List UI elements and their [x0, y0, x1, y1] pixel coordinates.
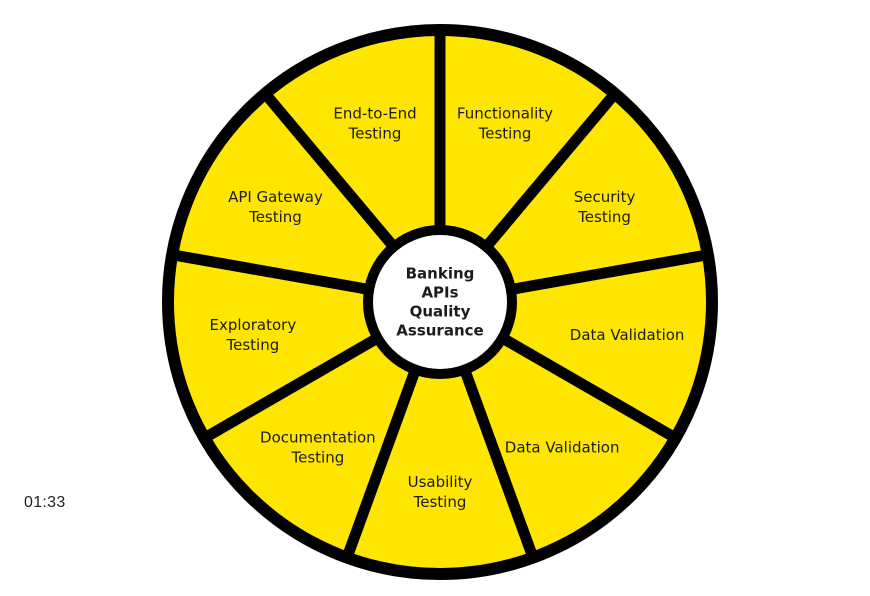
- segment-label-line: Data Validation: [570, 325, 685, 343]
- segment-divider: [260, 90, 398, 251]
- wheel-segment: [265, 29, 440, 247]
- segment-label-line: Testing: [478, 124, 532, 142]
- segment-divider: [341, 367, 421, 560]
- center-title-line: APIs: [421, 283, 458, 301]
- segment-label-line: Exploratory: [210, 315, 297, 333]
- dividers-layer: [171, 30, 709, 560]
- segment-label-line: Documentation: [260, 428, 376, 446]
- segment-label-line: Data Validation: [505, 438, 620, 456]
- segment-label-line: Testing: [413, 493, 467, 511]
- center-title-line: Assurance: [396, 321, 483, 339]
- segment-label-line: Testing: [577, 208, 631, 226]
- center-hub: [363, 225, 517, 379]
- wheel-segment: [486, 93, 708, 290]
- video-timestamp: 01:33: [24, 494, 66, 511]
- wheel-segment: [346, 369, 534, 574]
- segment-label-line: API Gateway: [228, 188, 323, 206]
- segment-label-line: Testing: [226, 335, 280, 353]
- segment-label-line: End-to-End: [333, 104, 416, 122]
- wheel-segment: [172, 93, 394, 290]
- outer-ring: [162, 24, 718, 580]
- center-title-line: Quality: [410, 302, 471, 320]
- segment-divider: [171, 249, 371, 295]
- segment-label-line: Usability: [408, 473, 473, 491]
- segment-divider: [499, 333, 679, 443]
- wheel-segment: [440, 30, 615, 247]
- segment-label-line: Security: [574, 188, 636, 206]
- segment-divider: [482, 90, 620, 251]
- segment-label: Data Validation: [505, 438, 620, 456]
- wheel-segment: [502, 254, 712, 438]
- segment-divider: [459, 367, 539, 560]
- wheel-segment: [168, 254, 378, 438]
- segment-label-line: Testing: [248, 208, 302, 226]
- segment-divider: [509, 249, 709, 295]
- segment-label-line: Functionality: [457, 104, 553, 122]
- segment-label-line: Testing: [291, 448, 345, 466]
- segment-label-line: Testing: [348, 124, 402, 142]
- center-title-line: Banking: [406, 264, 475, 282]
- segment-label: Data Validation: [570, 325, 685, 343]
- segment-divider: [201, 333, 381, 443]
